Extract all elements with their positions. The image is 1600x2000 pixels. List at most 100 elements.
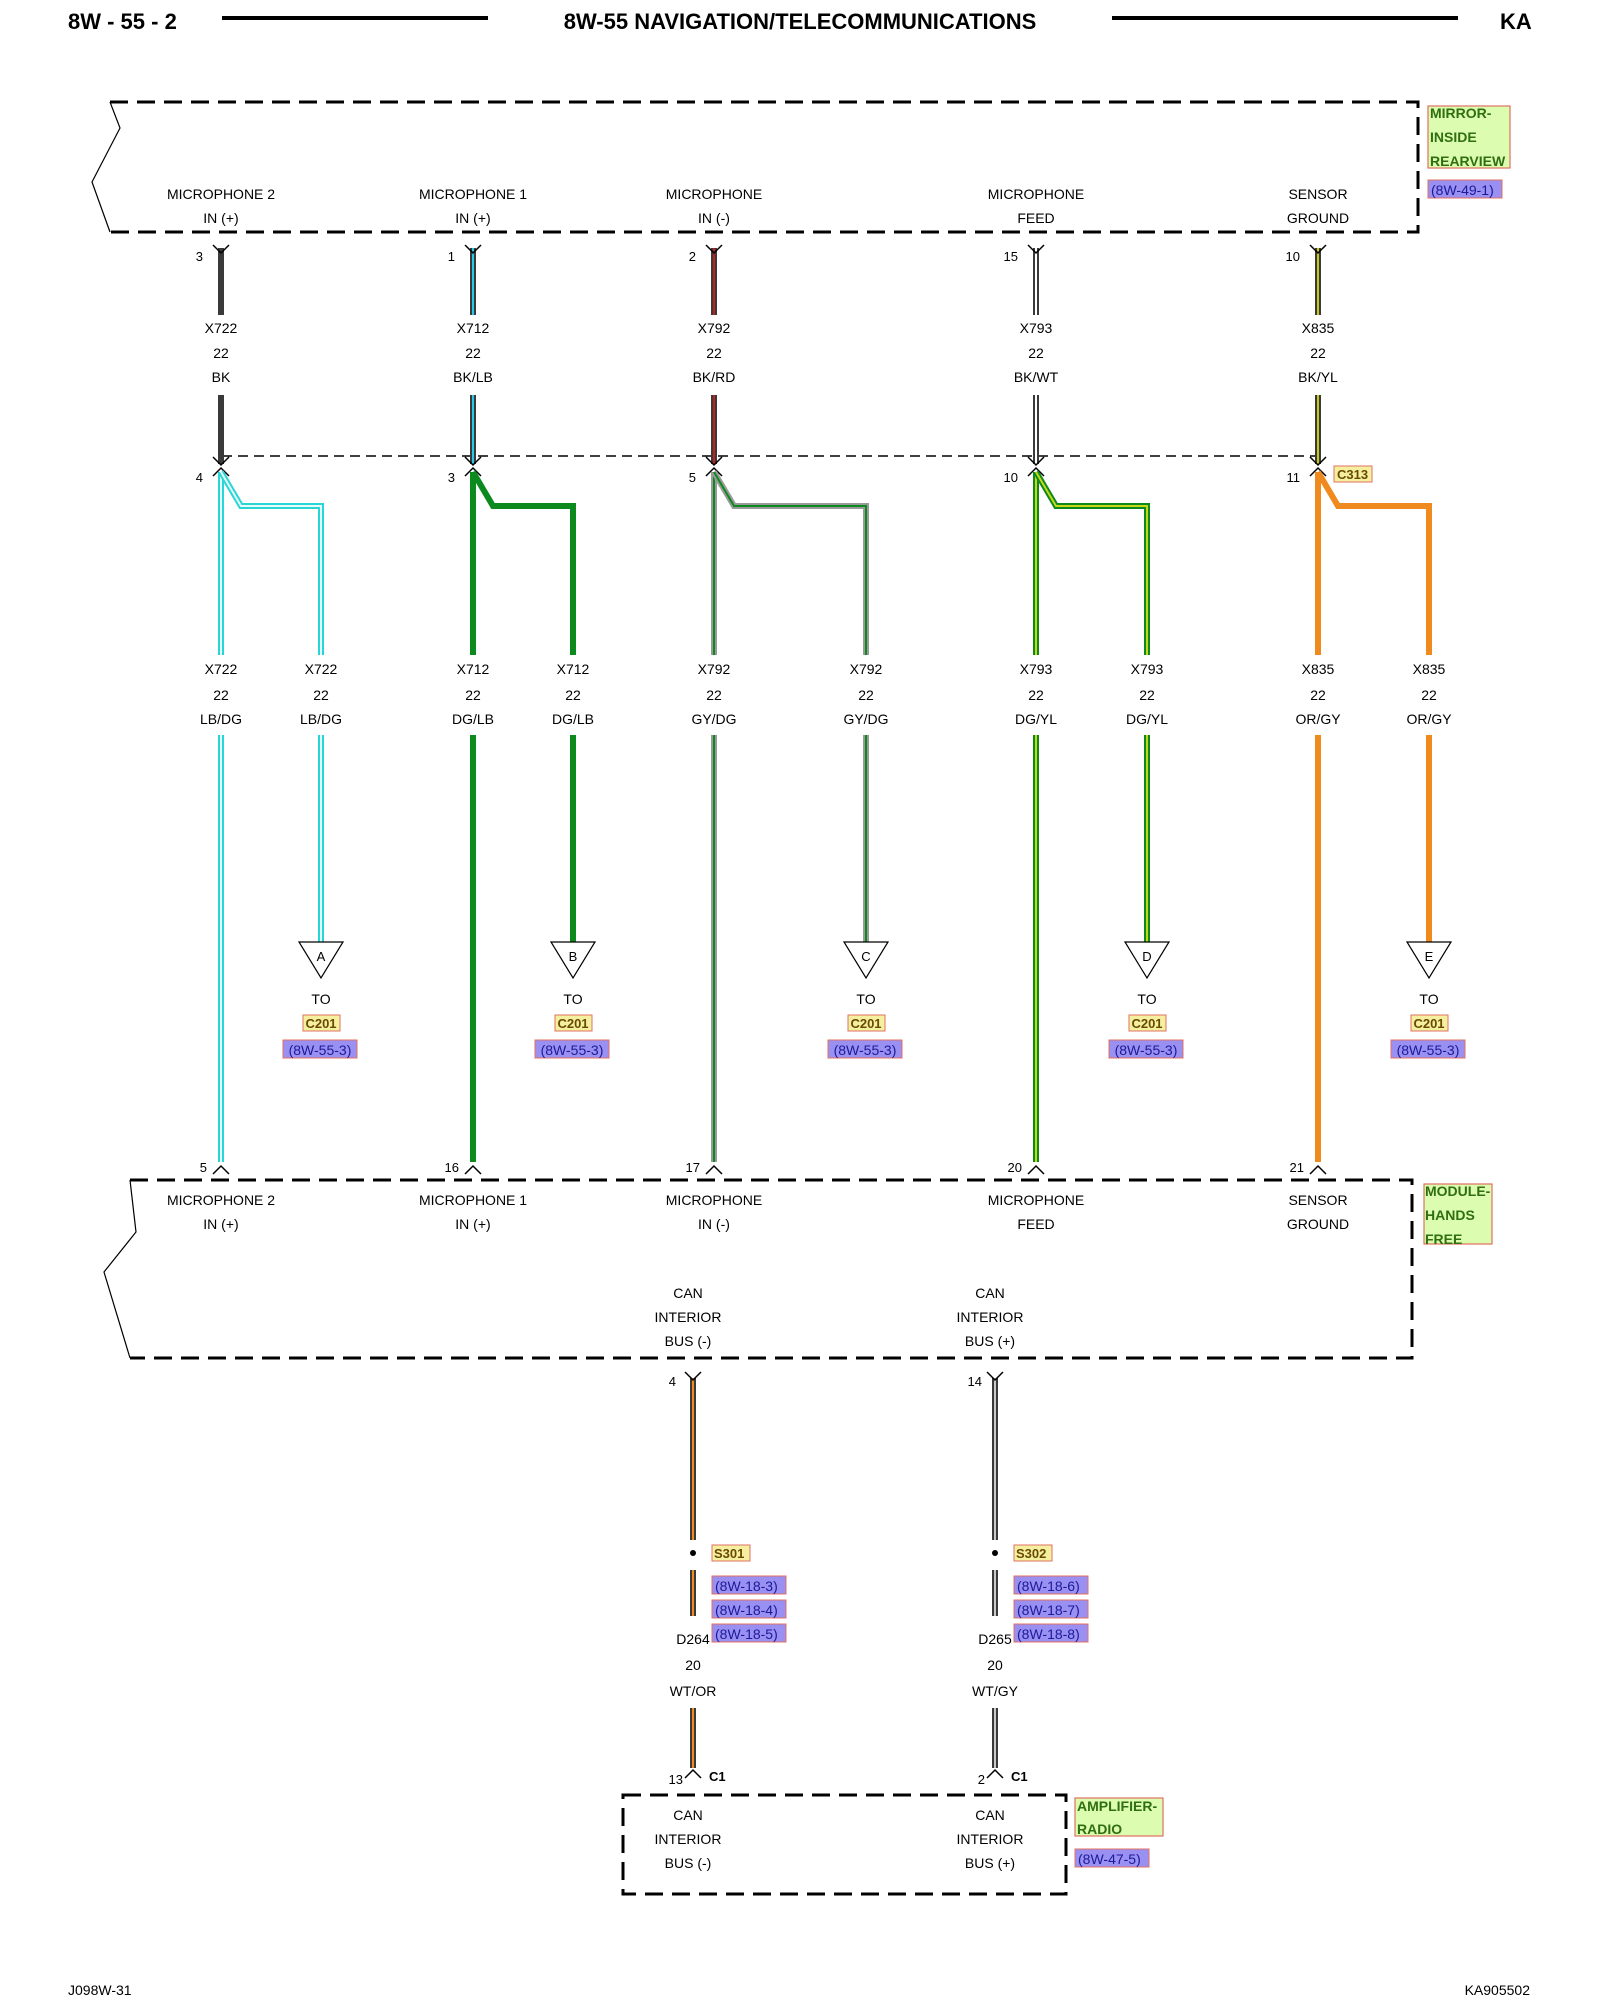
bottom-wire-id: X712 [457,661,490,677]
module-pin-number: 21 [1290,1160,1304,1175]
c201-label: C201 [1131,1016,1162,1031]
s302-ref-3-box[interactable] [1013,1623,1089,1643]
branch-wire-color: DG/YL [1126,711,1168,727]
module-pin-label-line-1: MICROPHONE 2 [167,1192,275,1208]
mirror-pin-label-line-1: SENSOR [1288,186,1347,202]
bottom-wire-color: DG/YL [1015,711,1057,727]
c201-label-box [847,1014,886,1032]
to-label: TO [1419,991,1438,1007]
off-page-arrow-letter: A [317,949,326,964]
c201-ref-link[interactable]: (8W-55-3) [1115,1042,1178,1058]
amp-can-neg-pin: 13 [669,1772,683,1787]
off-page-arrow [297,941,345,980]
bottom-wire-gauge: 22 [465,687,481,703]
c201-ref-link[interactable]: (8W-55-3) [289,1042,352,1058]
mirror-pin-number: 15 [1004,249,1018,264]
branch-wire-color: LB/DG [300,711,342,727]
c313-pin-number: 3 [448,470,455,485]
amp-ref-link[interactable]: (8W-47-5) [1078,1851,1141,1867]
branch-wire-gauge: 22 [313,687,329,703]
mirror-ref-box[interactable] [1427,179,1503,199]
s301-box [711,1544,751,1562]
amp-can-neg-line-1: CAN [673,1807,703,1823]
c201-ref-box[interactable] [1390,1039,1466,1059]
module-can-pos-line-2: INTERIOR [957,1309,1024,1325]
s302-ref-2[interactable]: (8W-18-7) [1017,1602,1080,1618]
top-wire-color: BK/LB [453,369,493,385]
mirror-pin-label-line-2: GROUND [1287,210,1349,226]
mirror-pin-number: 1 [448,249,455,264]
c201-ref-box[interactable] [827,1039,903,1059]
module-pin-label-line-1: MICROPHONE [988,1192,1084,1208]
c201-label: C201 [305,1016,336,1031]
module-pin-number: 5 [200,1160,207,1175]
s301-ref-2-box[interactable] [711,1599,787,1619]
off-page-arrow-letter: B [569,949,578,964]
module-pin-label-line-2: IN (-) [698,1216,730,1232]
module-can-pos-pin: 14 [968,1374,982,1389]
c313-pin-number: 11 [1287,470,1301,485]
c201-ref-box[interactable] [534,1039,610,1059]
module-pin-label-line-2: FEED [1017,1216,1054,1232]
s301-ref-1-box[interactable] [711,1575,787,1595]
amp-can-pos-line-2: INTERIOR [957,1831,1024,1847]
mirror-component: MIRROR- INSIDE REARVIEW (8W-49-1) [91,100,1511,234]
branch-wire-color: DG/LB [552,711,594,727]
s301-ref-1[interactable]: (8W-18-3) [715,1578,778,1594]
s302-ref-3[interactable]: (8W-18-8) [1017,1626,1080,1642]
c201-ref-box[interactable] [1108,1039,1184,1059]
module-pin-label-line-1: MICROPHONE [666,1192,762,1208]
amp-connector-label-2: C1 [1011,1769,1028,1784]
bottom-wire-id: X722 [205,661,238,677]
s301-label: S301 [714,1546,744,1561]
module-pin-number: 17 [686,1160,700,1175]
off-page-arrow-letter: C [861,949,870,964]
mirror-pin-label-line-1: MICROPHONE 1 [419,186,527,202]
splice-s301-dot [690,1550,696,1556]
top-wire-color: BK/RD [693,369,736,385]
s302-ref-1-box[interactable] [1013,1575,1089,1595]
off-page-arrow [1123,941,1171,980]
branch-wire-color: GY/DG [843,711,888,727]
mirror-pin-label-line-2: FEED [1017,210,1054,226]
page-code: KA [1500,9,1532,34]
d264-wire-id: D264 [676,1631,710,1647]
amp-can-pos-pin: 2 [978,1772,985,1787]
top-wire-color: BK [212,369,231,385]
c201-ref-link[interactable]: (8W-55-3) [541,1042,604,1058]
top-wire-gauge: 22 [465,345,481,361]
d265-wire-gauge: 20 [987,1657,1003,1673]
c201-ref-link[interactable]: (8W-55-3) [834,1042,897,1058]
mirror-pin-number: 3 [196,249,203,264]
module-can-pos-line-3: BUS (+) [965,1333,1015,1349]
s302-ref-1[interactable]: (8W-18-6) [1017,1578,1080,1594]
top-wire-color: BK/YL [1298,369,1338,385]
module-can-neg-line-1: CAN [673,1285,703,1301]
module-pin-label-line-2: IN (+) [455,1216,490,1232]
c313-pin-number: 4 [196,470,203,485]
page-header: 8W - 55 - 2 8W-55 NAVIGATION/TELECOMMUNI… [68,9,1532,34]
s301-ref-3-box[interactable] [711,1623,787,1643]
d264-wire-color: WT/OR [670,1683,717,1699]
module-can-neg-pin: 4 [669,1374,676,1389]
c201-label: C201 [1413,1016,1444,1031]
off-page-arrow [1405,941,1453,980]
c201-ref-box[interactable] [282,1039,358,1059]
top-wire-id: X722 [205,320,238,336]
top-wire-gauge: 22 [1310,345,1326,361]
branch-wire-id: X793 [1131,661,1164,677]
c201-ref-link[interactable]: (8W-55-3) [1397,1042,1460,1058]
s301-ref-2[interactable]: (8W-18-4) [715,1602,778,1618]
amp-can-pos-line-1: CAN [975,1807,1005,1823]
c313-label-box [1333,465,1373,483]
amp-can-neg-line-3: BUS (-) [665,1855,712,1871]
off-page-arrow [842,941,890,980]
c201-label-box [554,1014,593,1032]
mirror-ref-link[interactable]: (8W-49-1) [1431,182,1494,198]
bottom-wire-color: DG/LB [452,711,494,727]
top-wire-id: X712 [457,320,490,336]
s302-ref-2-box[interactable] [1013,1599,1089,1619]
s301-ref-3[interactable]: (8W-18-5) [715,1626,778,1642]
amp-ref-box[interactable] [1074,1848,1150,1868]
branch-wire-gauge: 22 [1139,687,1155,703]
